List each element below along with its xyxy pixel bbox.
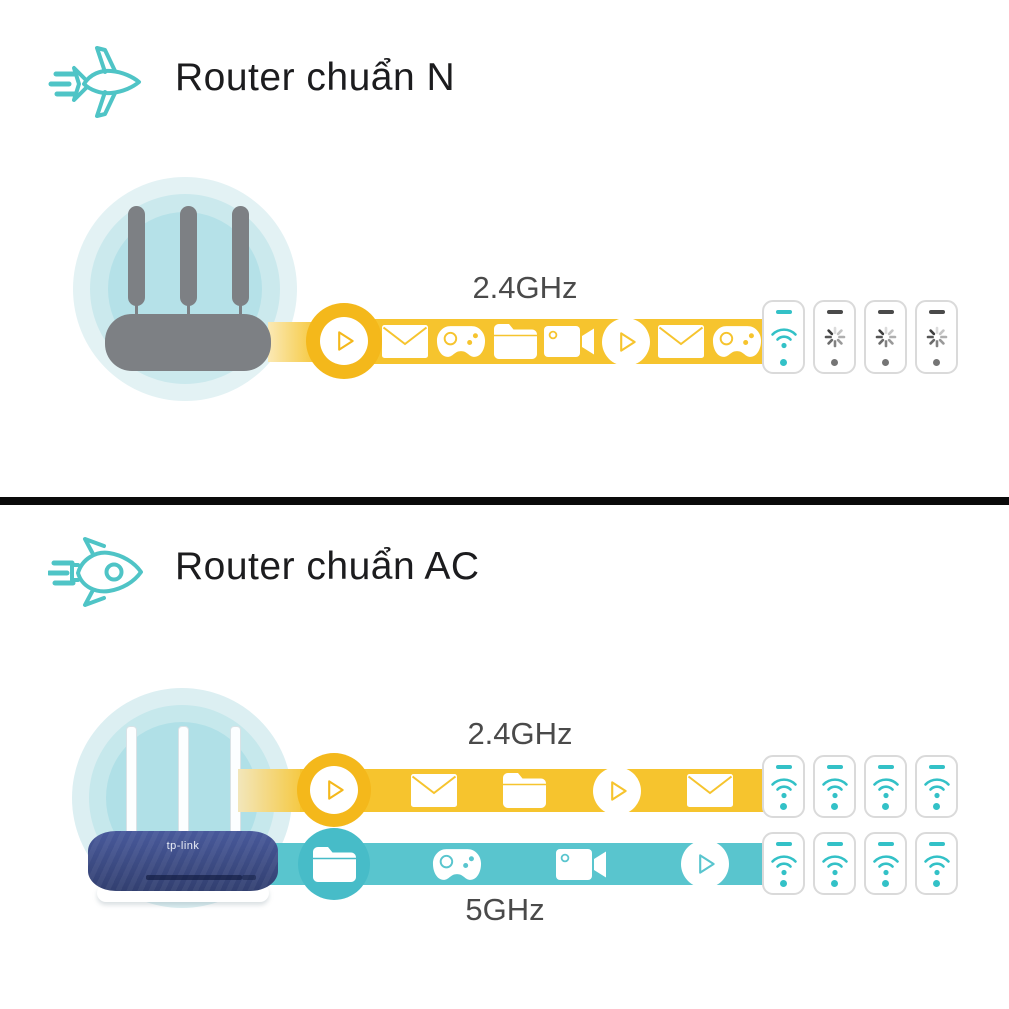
- phone-connected: [864, 832, 907, 895]
- phone-home-button: [933, 880, 940, 887]
- wifi-icon: [821, 777, 848, 798]
- band-start-bump: [297, 753, 371, 827]
- mail-icon: [411, 774, 458, 807]
- band-start-bump: [298, 828, 370, 900]
- phone-connected: [813, 832, 856, 895]
- phone-home-button: [882, 880, 889, 887]
- antenna-stem: [187, 304, 190, 318]
- phone-speaker: [826, 842, 843, 846]
- loading-spinner-icon: [824, 326, 845, 347]
- mail-icon: [658, 325, 705, 358]
- folder-icon: [312, 846, 356, 882]
- camera-icon: [544, 326, 595, 357]
- gamepad-icon: [433, 848, 482, 880]
- phone-home-button: [933, 359, 940, 366]
- antenna-stem: [135, 304, 138, 318]
- airplane-icon: [48, 46, 141, 118]
- phone-speaker: [928, 842, 945, 846]
- phone-buffering: [813, 300, 856, 374]
- router-led-strip: [146, 875, 242, 880]
- device-phones-row: [762, 300, 958, 374]
- rocket-icon: [48, 537, 143, 607]
- wifi-icon: [872, 854, 899, 875]
- phone-connected: [762, 832, 805, 895]
- wifi-icon: [923, 854, 950, 875]
- phone-home-button: [933, 803, 940, 810]
- router-n-body: [105, 314, 271, 371]
- band-stream-icons: [378, 317, 766, 366]
- router-brand-logo: tp-link: [166, 840, 200, 852]
- section-ac-title: Router chuẩn AC: [175, 545, 480, 588]
- phone-home-button: [882, 359, 889, 366]
- phone-connected: [762, 755, 805, 818]
- phone-speaker: [775, 310, 792, 314]
- phone-connected: [864, 755, 907, 818]
- play-icon: [310, 766, 358, 814]
- mail-icon: [381, 325, 428, 358]
- gamepad-icon: [436, 326, 485, 357]
- camera-icon: [556, 848, 607, 880]
- router-antenna: [128, 206, 145, 306]
- device-phones-row: [762, 755, 958, 818]
- phone-speaker: [826, 765, 843, 769]
- wifi-icon: [821, 854, 848, 875]
- section-n-title: Router chuẩn N: [175, 56, 456, 99]
- device-phones-row: [762, 832, 958, 895]
- folder-icon: [493, 324, 537, 359]
- band-stream-icons: [388, 766, 756, 815]
- router-antenna: [232, 206, 249, 306]
- phone-home-button: [780, 803, 787, 810]
- band-frequency-label: 5GHz: [465, 892, 545, 927]
- phone-buffering: [915, 300, 958, 374]
- phone-speaker: [877, 765, 894, 769]
- router-antenna: [126, 726, 137, 840]
- phone-speaker: [928, 765, 945, 769]
- phone-home-button: [780, 359, 787, 366]
- phone-speaker: [775, 765, 792, 769]
- antenna-stem: [239, 304, 242, 318]
- phone-connected: [915, 755, 958, 818]
- gamepad-icon: [712, 326, 762, 357]
- phone-speaker: [826, 310, 843, 314]
- loading-spinner-icon: [875, 326, 896, 347]
- mail-icon: [686, 774, 733, 807]
- phone-home-button: [831, 803, 838, 810]
- phone-speaker: [877, 310, 894, 314]
- phone-speaker: [928, 310, 945, 314]
- section-divider: [0, 497, 1009, 505]
- router-antenna: [178, 726, 189, 840]
- play-icon: [680, 840, 729, 888]
- router-ac-body: tp-link: [88, 831, 278, 891]
- phone-home-button: [882, 803, 889, 810]
- phone-home-button: [831, 359, 838, 366]
- band-stream-icons: [395, 840, 766, 888]
- router-antenna: [180, 206, 197, 306]
- wifi-icon: [770, 854, 797, 875]
- folder-icon: [503, 773, 547, 808]
- phone-home-button: [780, 880, 787, 887]
- phone-speaker: [877, 842, 894, 846]
- phone-buffering: [864, 300, 907, 374]
- wifi-icon: [923, 777, 950, 798]
- phone-connected: [813, 755, 856, 818]
- band-start-bump: [306, 303, 382, 379]
- wifi-icon: [872, 777, 899, 798]
- play-icon: [592, 766, 641, 815]
- phone-home-button: [831, 880, 838, 887]
- phone-speaker: [775, 842, 792, 846]
- wifi-icon: [770, 328, 797, 349]
- phone-connected: [762, 300, 805, 374]
- phone-connected: [915, 832, 958, 895]
- wifi-icon: [770, 777, 797, 798]
- router-led-strip: [242, 875, 256, 880]
- play-icon: [602, 317, 651, 366]
- band-frequency-label: 2.4GHz: [467, 716, 573, 751]
- loading-spinner-icon: [926, 326, 947, 347]
- band-frequency-label: 2.4GHz: [472, 270, 578, 305]
- play-icon: [320, 317, 368, 365]
